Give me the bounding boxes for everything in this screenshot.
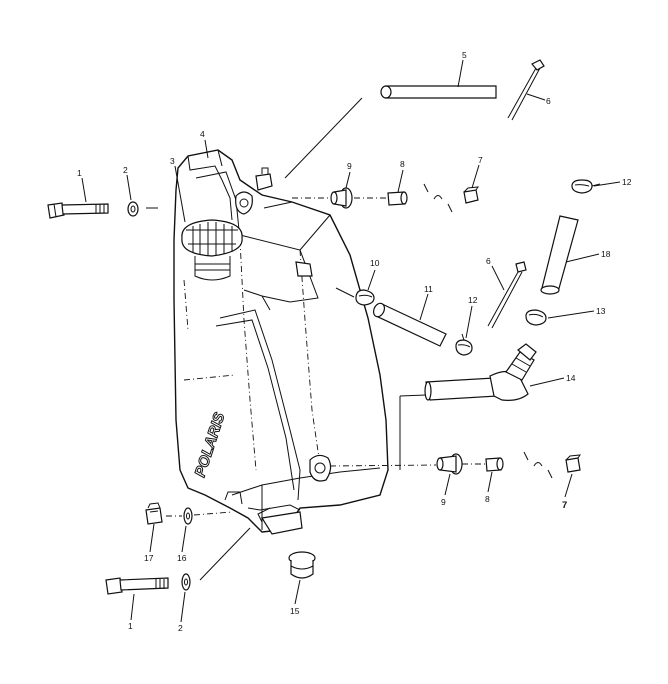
leader-lines [81,59,621,623]
clip-upper [423,183,453,213]
filler-cap [181,219,243,281]
brand-plate: POLARIS [191,410,229,480]
washer-upper [127,201,158,217]
sleeve-8-upper [387,191,408,206]
oil-tank: POLARIS [173,149,389,533]
callout-8-upper: 8 [400,159,405,169]
washer-16 [166,507,233,525]
bolt-lower-short [145,502,163,525]
bottom-mount [257,507,303,535]
callout-1-upper: 1 [77,168,82,178]
clamp-12-upper [571,179,601,194]
bolt-lower [105,577,169,595]
grommet-9-lower [329,453,486,475]
callout-2-lower: 2 [178,623,183,633]
hose-11 [372,302,447,347]
hose-18 [540,215,579,295]
elbow-fitting-14 [399,343,537,470]
callout-12-upper: 12 [622,177,632,187]
bolt-upper [47,202,109,219]
vent-fitting [235,167,313,277]
grommet-15 [288,551,316,579]
callout-11: 11 [424,284,433,294]
callout-7-lower: 7 [562,500,567,511]
washer-lower [181,527,251,591]
callout-6-upper: 6 [546,96,551,106]
sleeve-8-lower [485,457,504,472]
callout-13: 13 [596,306,606,316]
callout-10: 10 [370,258,380,268]
callout-3: 3 [170,156,175,166]
callout-6-lower: 6 [486,256,491,266]
nut-7-upper [463,186,480,204]
callout-16: 16 [177,553,187,563]
clamp-10 [335,287,375,306]
nut-7-lower [565,454,582,473]
callout-15: 15 [290,606,300,616]
callout-8-lower: 8 [485,494,490,504]
callout-14: 14 [566,373,576,383]
callout-12-lower: 12 [468,295,478,305]
grommet-9-upper [292,187,386,209]
brand-text: POLARIS [192,411,229,480]
lower-boss [309,454,332,482]
callout-5: 5 [462,50,467,60]
callout-18: 18 [601,249,611,259]
callout-labels: 1 2 3 4 5 6 9 8 7 12 18 10 11 6 12 13 14… [77,50,632,633]
cable-tie-lower [487,261,527,329]
callout-1-lower: 1 [128,621,133,631]
hose-5 [284,85,497,179]
callout-17: 17 [144,553,154,563]
cable-tie-upper [507,59,545,121]
clip-lower [523,451,553,479]
callout-9-upper: 9 [347,161,352,171]
clamp-12-lower [455,333,473,356]
callout-2-upper: 2 [123,165,128,175]
callout-7-upper: 7 [478,155,483,165]
callout-9-lower: 9 [441,497,446,507]
clamp-13 [525,309,547,326]
callout-4: 4 [200,129,205,139]
